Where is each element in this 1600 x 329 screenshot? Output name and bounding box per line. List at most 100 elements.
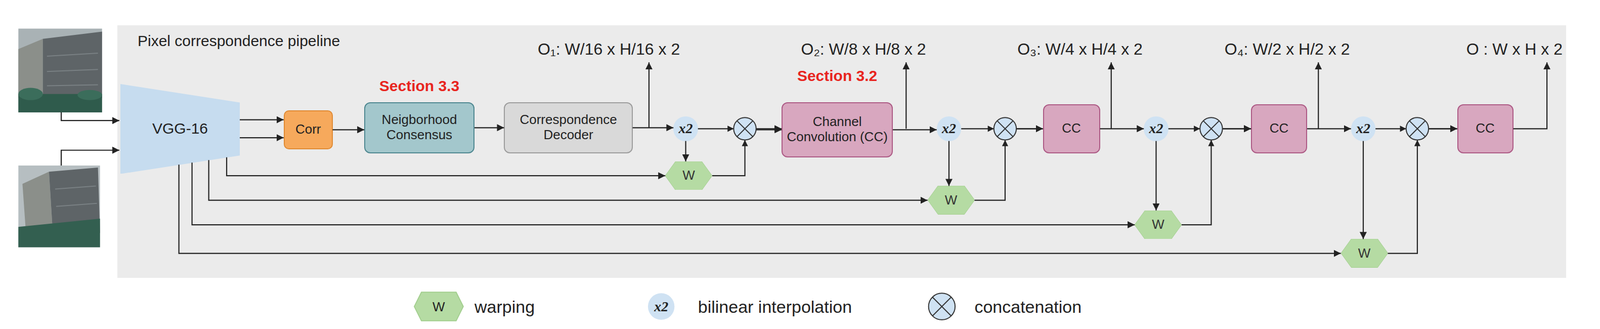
flow-arrow [1155, 141, 1157, 211]
concatenation-symbol [727, 117, 756, 147]
flow-arrow [239, 137, 284, 139]
photo-foliage [18, 218, 100, 248]
node-label: CC [1472, 120, 1498, 137]
flow-arrow [698, 127, 782, 129]
shape-fill [665, 161, 713, 191]
output-arrow [1317, 62, 1319, 129]
correlation-box: Corr [283, 110, 333, 150]
arrow-head [1002, 140, 1009, 147]
flow-arrow [1387, 128, 1457, 253]
legend-entry: warping [474, 296, 535, 317]
flow-arrow [684, 141, 686, 162]
legend-entry: concatenation [974, 296, 1082, 317]
concat-cross [932, 296, 951, 316]
input-photo [18, 28, 102, 113]
legend-entry: bilinear interpolation [698, 296, 852, 317]
node-label: W [941, 192, 961, 208]
node-label: W [1148, 217, 1168, 233]
node-label: x2 [1148, 120, 1163, 137]
shape-fill [1134, 210, 1182, 240]
channel-conv-box: CC [1250, 104, 1308, 154]
concat-circle [733, 117, 756, 140]
flow-arrow [974, 128, 1043, 200]
flow-arrow [332, 128, 365, 131]
photo-building [22, 171, 54, 241]
photo-detail [47, 84, 99, 86]
flow-arrow [474, 126, 505, 128]
photo-detail [47, 53, 99, 57]
shape-fill [120, 83, 240, 175]
section-heading: Section 3.2 [797, 67, 878, 85]
interpolation-circle: x2 [1143, 116, 1169, 141]
node-label: VGG-16 [149, 119, 211, 138]
flow-arrow [1168, 127, 1251, 129]
concat-cross [997, 120, 1013, 137]
node-label: x2 [941, 120, 957, 137]
concat-circle [928, 292, 956, 320]
photo-background [18, 165, 100, 247]
legend-text: bilinear interpolation [698, 296, 852, 317]
node-label: W [679, 167, 699, 184]
flow-arrow [1307, 127, 1352, 129]
warp-hexagon: W [665, 161, 713, 191]
photo-building [42, 31, 103, 103]
flow-arrow [239, 118, 284, 120]
interpolation-circle: x2 [673, 116, 698, 141]
concatenation-symbol [987, 117, 1017, 147]
legend-sample [928, 292, 956, 320]
warp-hexagon: W [1134, 210, 1182, 240]
concat-cross [737, 120, 753, 137]
arrow-head [1400, 125, 1407, 132]
node-label: Correspondence Decoder [504, 112, 632, 143]
photo-foliage [18, 88, 43, 101]
arrow-head [1414, 140, 1421, 147]
photo-detail [56, 203, 98, 207]
input-arrow [61, 150, 120, 166]
concat-cross [1409, 120, 1425, 137]
flow-arrow [892, 128, 937, 131]
interpolation-circle: x2 [936, 116, 962, 141]
flow-arrow [1181, 128, 1251, 225]
consensus-box: Section 3.3Neigborhood Consensus [364, 102, 475, 154]
output-arrow [905, 62, 907, 129]
warp-hexagon: W [1341, 238, 1389, 268]
photo-foliage [18, 94, 102, 113]
flow-arrow [712, 129, 782, 176]
shape-fill [927, 185, 975, 215]
warp-hexagon: W [927, 185, 975, 215]
panel-title: Pixel correspondence pipeline [137, 32, 340, 51]
arrow-head [987, 125, 994, 132]
legend-sample [414, 291, 464, 321]
flow-arrow [1375, 127, 1457, 129]
concat-circle [1406, 117, 1429, 140]
node-label: Corr [292, 121, 325, 138]
flow-arrow [208, 159, 928, 200]
channel-conv-box: CC [1043, 104, 1101, 154]
output-arrow [648, 62, 650, 128]
arrow-head [1207, 140, 1215, 147]
pipeline-panel: Pixel correspondence pipelineVGG-16 Corr S… [117, 25, 1567, 278]
node-label: Neigborhood Consensus [365, 112, 474, 143]
photo-detail [55, 185, 97, 189]
photo-building [49, 167, 101, 237]
legend-sample [647, 292, 675, 320]
concat-circle [993, 117, 1017, 140]
photo-foliage [77, 90, 102, 101]
output-arrow [1513, 62, 1548, 129]
node-label: CC [1058, 120, 1085, 137]
concat-circle [1199, 117, 1223, 140]
backbone-network: VGG-16 [120, 83, 240, 175]
legend-text: concatenation [974, 296, 1082, 317]
flow-arrow [179, 164, 1342, 253]
flow-arrow [1100, 127, 1145, 129]
legend-symbol-text: x2 [654, 298, 669, 315]
legend-text: warping [474, 296, 535, 317]
channel-conv-box: Section 3.2Channel Convolution (CC) [781, 102, 893, 158]
node-label: Channel Convolution (CC) [782, 114, 892, 145]
flow-arrow [1362, 141, 1364, 240]
channel-conv-box: CC [1457, 104, 1514, 154]
node-label: W [1355, 245, 1374, 262]
photo-background [18, 28, 102, 113]
flow-arrow [192, 162, 1136, 225]
arrow-head [742, 140, 749, 147]
